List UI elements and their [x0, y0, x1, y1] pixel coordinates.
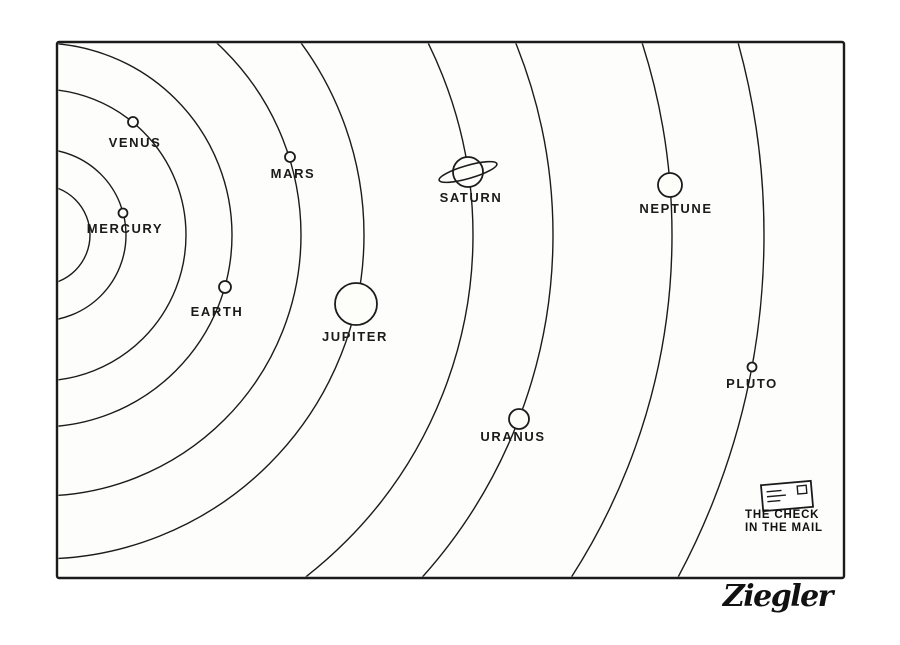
orbit-path-pluto — [677, 43, 765, 577]
mercury-label: MERCURY — [87, 221, 163, 236]
planet-mercury: MERCURY — [87, 207, 163, 236]
uranus-icon — [508, 408, 530, 430]
earth-label: EARTH — [191, 304, 244, 319]
envelope-stamp — [796, 484, 808, 495]
venus-icon — [127, 116, 139, 128]
planets: MERCURY VENUS EARTH MARS JUPITER — [87, 116, 778, 444]
artist-signature: Ziegler — [722, 579, 836, 614]
saturn-label: SATURN — [440, 190, 503, 205]
caption-line-1: THE CHECK — [745, 509, 819, 521]
mars-icon — [284, 151, 296, 163]
saturn-icon — [452, 156, 484, 188]
jupiter-label: JUPITER — [322, 329, 388, 344]
planet-pluto: PLUTO — [726, 361, 778, 391]
orbit-path-saturn — [305, 43, 474, 577]
planet-uranus: URANUS — [480, 408, 545, 444]
jupiter-icon — [334, 282, 378, 326]
envelope-address-line — [766, 494, 786, 498]
planet-neptune: NEPTUNE — [639, 172, 712, 216]
mars-label: MARS — [271, 166, 316, 181]
orbit-path-mars — [58, 43, 302, 497]
envelope-outline — [759, 479, 815, 513]
planet-mars: MARS — [271, 151, 316, 181]
neptune-icon — [657, 172, 683, 198]
envelope-icon — [759, 479, 815, 513]
neptune-label: NEPTUNE — [639, 201, 712, 216]
orbit-path-earth — [58, 43, 233, 427]
planet-jupiter: JUPITER — [322, 282, 388, 344]
orbit-path-venus — [58, 89, 187, 381]
orbit-path-neptune — [570, 43, 673, 577]
orbit-lines — [58, 43, 765, 577]
panel-border — [55, 40, 846, 580]
mercury-icon — [117, 207, 129, 219]
planet-venus: VENUS — [109, 116, 162, 150]
orbit-path — [58, 187, 91, 283]
venus-label: VENUS — [109, 135, 162, 150]
saturn-ring-icon — [438, 160, 498, 184]
planet-earth: EARTH — [191, 280, 244, 319]
pluto-label: PLUTO — [726, 376, 778, 391]
planet-saturn: SATURN — [438, 156, 503, 205]
uranus-label: URANUS — [480, 429, 545, 444]
orbit-path-mercury — [58, 150, 127, 320]
orbit-path-uranus — [421, 43, 554, 577]
orbit-path-jupiter — [58, 43, 365, 560]
check-in-the-mail: THE CHECK IN THE MAIL — [745, 479, 823, 534]
envelope-address-line — [767, 499, 781, 503]
earth-icon — [218, 280, 232, 294]
pluto-icon — [746, 361, 758, 373]
caption-line-2: IN THE MAIL — [745, 522, 823, 534]
envelope-address-line — [766, 489, 782, 493]
